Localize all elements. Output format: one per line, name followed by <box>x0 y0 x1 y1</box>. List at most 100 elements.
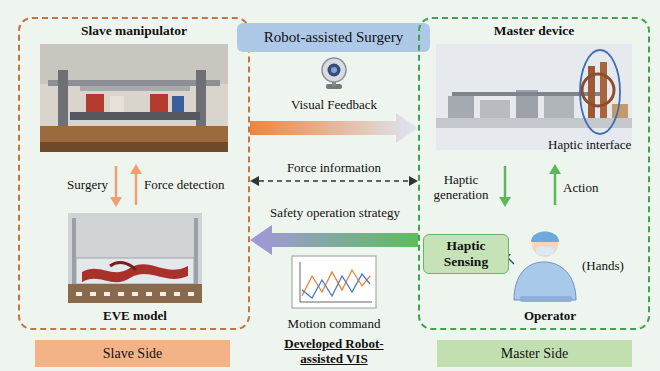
webcam-icon-part <box>331 67 337 73</box>
eve-model-photo-part-part <box>174 292 180 296</box>
master-device-render-part <box>544 96 574 118</box>
master-device-render-part <box>600 62 607 118</box>
node-text: Haptic Sensing <box>424 238 508 270</box>
master-device-render-part <box>580 50 620 134</box>
master-device-render-part <box>612 104 628 118</box>
node-text: Slave manipulator <box>20 23 248 39</box>
slave-arrows-part <box>130 164 142 174</box>
manipulator-photo-part <box>40 142 228 152</box>
manipulator-photo-part <box>150 94 168 112</box>
node-text: Robot-assisted Surgery <box>264 29 403 46</box>
webcam-icon-part <box>322 58 346 82</box>
slave-arrows <box>110 164 142 207</box>
motion-chart-part <box>292 256 376 308</box>
eve-model-photo-part-part <box>146 292 152 296</box>
text-label: Haptic generation <box>424 172 498 202</box>
webcam-icon-part <box>328 64 341 77</box>
master-device-render-part <box>436 118 632 128</box>
master-device-render-part <box>436 44 632 150</box>
slave-arrows-part <box>115 166 118 198</box>
side-band: Master Side <box>437 340 632 367</box>
manipulator-photo-part <box>40 126 228 142</box>
motion-chart-part <box>300 262 301 302</box>
text-label: Haptic interface <box>548 137 646 152</box>
title-box: Robot-assisted Surgery <box>237 23 430 52</box>
text-label: Motion command <box>273 316 395 331</box>
text-label: (Hands) <box>582 258 642 273</box>
master-arrows-part <box>499 197 511 207</box>
slave-arrows-part <box>135 173 138 205</box>
manipulator-photo-part <box>70 112 200 120</box>
motion-chart-part <box>302 270 370 296</box>
webcam-icon <box>322 58 346 89</box>
slave-panel: Slave manipulator <box>18 17 250 330</box>
node-text: Master Side <box>501 346 568 362</box>
edge-label: Force information <box>250 160 418 175</box>
manipulator-photo-part <box>110 96 124 112</box>
eve-model-photo-part <box>110 263 136 270</box>
master-arrows <box>499 164 561 207</box>
operator-figure-part <box>520 296 572 302</box>
node-text: Slave Side <box>103 346 163 362</box>
text-label: Developed Robot-assisted VIS <box>266 336 402 366</box>
text-label: Surgery <box>50 177 108 192</box>
dashed-line <box>259 180 409 181</box>
eve-model-photo-part <box>68 284 202 303</box>
manipulator-photo-part <box>172 96 184 112</box>
operator-figure-part <box>514 262 576 300</box>
arrow-head <box>250 176 259 186</box>
master-device-render <box>436 44 632 150</box>
flow-arrow-body <box>250 113 418 143</box>
operator-figure-part <box>532 231 558 257</box>
node-text: Master device <box>420 23 648 39</box>
eve-model-photo-part-part <box>188 292 194 296</box>
eve-model-photo-part <box>194 218 198 288</box>
manipulator-photo-part <box>48 80 220 86</box>
manipulator-photo-part <box>80 86 190 91</box>
motion-chart <box>292 256 376 308</box>
operator-figure <box>503 231 576 302</box>
eve-model-photo-part-part <box>118 292 124 296</box>
slave-arrows-part <box>110 197 122 207</box>
eve-model-photo-part <box>76 258 194 284</box>
manipulator-photo <box>40 44 228 152</box>
dashed-arrow <box>250 176 418 186</box>
process-box: Haptic Sensing <box>423 234 509 274</box>
flow-arrow <box>250 225 418 255</box>
operator-figure-part <box>531 232 559 243</box>
flow-arrow <box>250 113 418 143</box>
eve-model-photo-part <box>82 264 188 282</box>
side-band: Slave Side <box>35 340 230 367</box>
manipulator-photo-part <box>86 94 104 112</box>
motion-chart-part <box>302 274 370 298</box>
eve-model-photo-part <box>68 213 202 303</box>
eve-model-photo-part-part <box>160 292 166 296</box>
eve-model-photo-part <box>76 292 194 296</box>
text-label: Safety operation strategy <box>252 205 418 220</box>
eve-model-photo-part-part <box>90 292 96 296</box>
master-device-render-part <box>448 96 474 118</box>
manipulator-photo-part <box>40 44 228 152</box>
text-label: Operator <box>505 308 595 323</box>
eve-model-photo-part-part <box>132 292 138 296</box>
manipulator-photo-part <box>58 70 68 128</box>
eve-model-photo <box>68 213 202 303</box>
flow-arrow-body <box>250 225 418 255</box>
motion-chart-part <box>300 302 372 303</box>
master-device-render-part <box>480 100 510 118</box>
master-arrows-part <box>549 164 561 174</box>
master-arrows-part <box>504 166 507 198</box>
master-device-render-part <box>582 74 614 106</box>
operator-figure-part <box>536 247 554 255</box>
edge-label: Visual Feedback <box>250 97 418 112</box>
text-label: Force detection <box>144 177 248 192</box>
eve-model-photo-part-part <box>76 292 82 296</box>
arrow-head <box>409 176 418 186</box>
eve-model-photo-part <box>72 218 76 288</box>
text-label: EVE model <box>75 308 195 323</box>
eve-model-photo-part-part <box>104 292 110 296</box>
text-label: Action <box>563 180 617 195</box>
master-arrows-part <box>554 173 557 205</box>
